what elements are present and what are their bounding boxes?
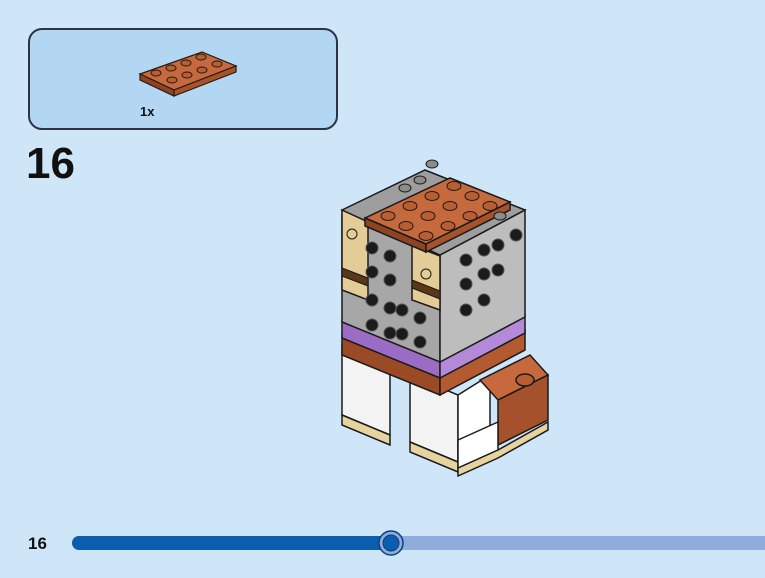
progress-fill [72,536,391,550]
part-quantity: 1x [140,104,155,119]
progress-knob-icon [378,530,404,556]
parts-callout-box: 1x [28,28,338,130]
brick-plate-2x4-icon [138,51,238,97]
progress-bar [72,530,765,556]
brickheadz-figure-assembly-icon [340,159,550,478]
step-number: 16 [26,139,75,188]
page-number: 16 [28,534,47,553]
